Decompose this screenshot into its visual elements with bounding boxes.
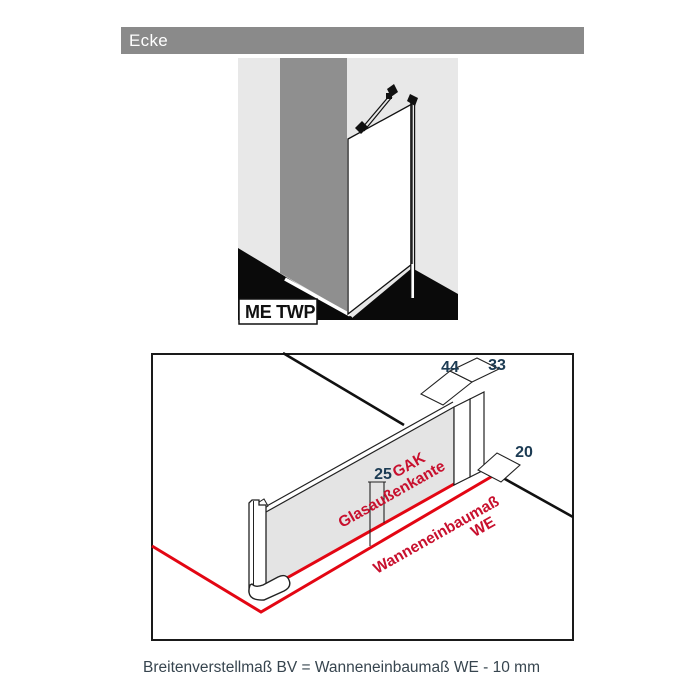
dim-bracket-20 (477, 452, 521, 483)
tub-edge-red-line (151, 472, 497, 614)
product-illustration: ME TWP (238, 58, 458, 325)
stabilizer-bar-line2 (363, 96, 393, 132)
dim-value-25: 25 (374, 466, 392, 483)
stabilizer-glass-bracket (355, 121, 368, 134)
top-rail-line2 (264, 401, 454, 508)
dim-value-44: 44 (441, 359, 459, 376)
stabilizer-bar-line1 (361, 94, 391, 129)
dimension-diagram: 44 33 20 25 GAK Glasaußenkante Wannenein… (151, 352, 574, 641)
profile-top-cap (407, 94, 418, 106)
section-header: Ecke (121, 27, 584, 54)
top-rail-line1 (265, 406, 455, 513)
wall-profile-side-face (469, 391, 485, 478)
room-corner-line-upper (282, 352, 405, 427)
product-label: ME TWP (245, 302, 315, 322)
formula-caption: Breitenverstellmaß BV = Wanneneinbaumaß … (143, 659, 540, 676)
room-corner-line-lower (495, 472, 574, 519)
product-label-box (238, 298, 318, 325)
dim-bracket-33 (448, 357, 501, 383)
wall-stripe (280, 58, 347, 312)
wall-profile-front-face (453, 398, 471, 486)
dim-value-20: 20 (515, 444, 533, 461)
stabilizer-anchor-base (386, 93, 392, 99)
floor-right-shadow (352, 268, 458, 320)
dim-value-33: 33 (488, 357, 506, 374)
foot-support (248, 574, 291, 601)
floor-path-line (284, 277, 351, 317)
section-title: Ecke (129, 30, 168, 50)
glass-panel-iso (266, 407, 454, 590)
end-profile-post (248, 499, 267, 593)
